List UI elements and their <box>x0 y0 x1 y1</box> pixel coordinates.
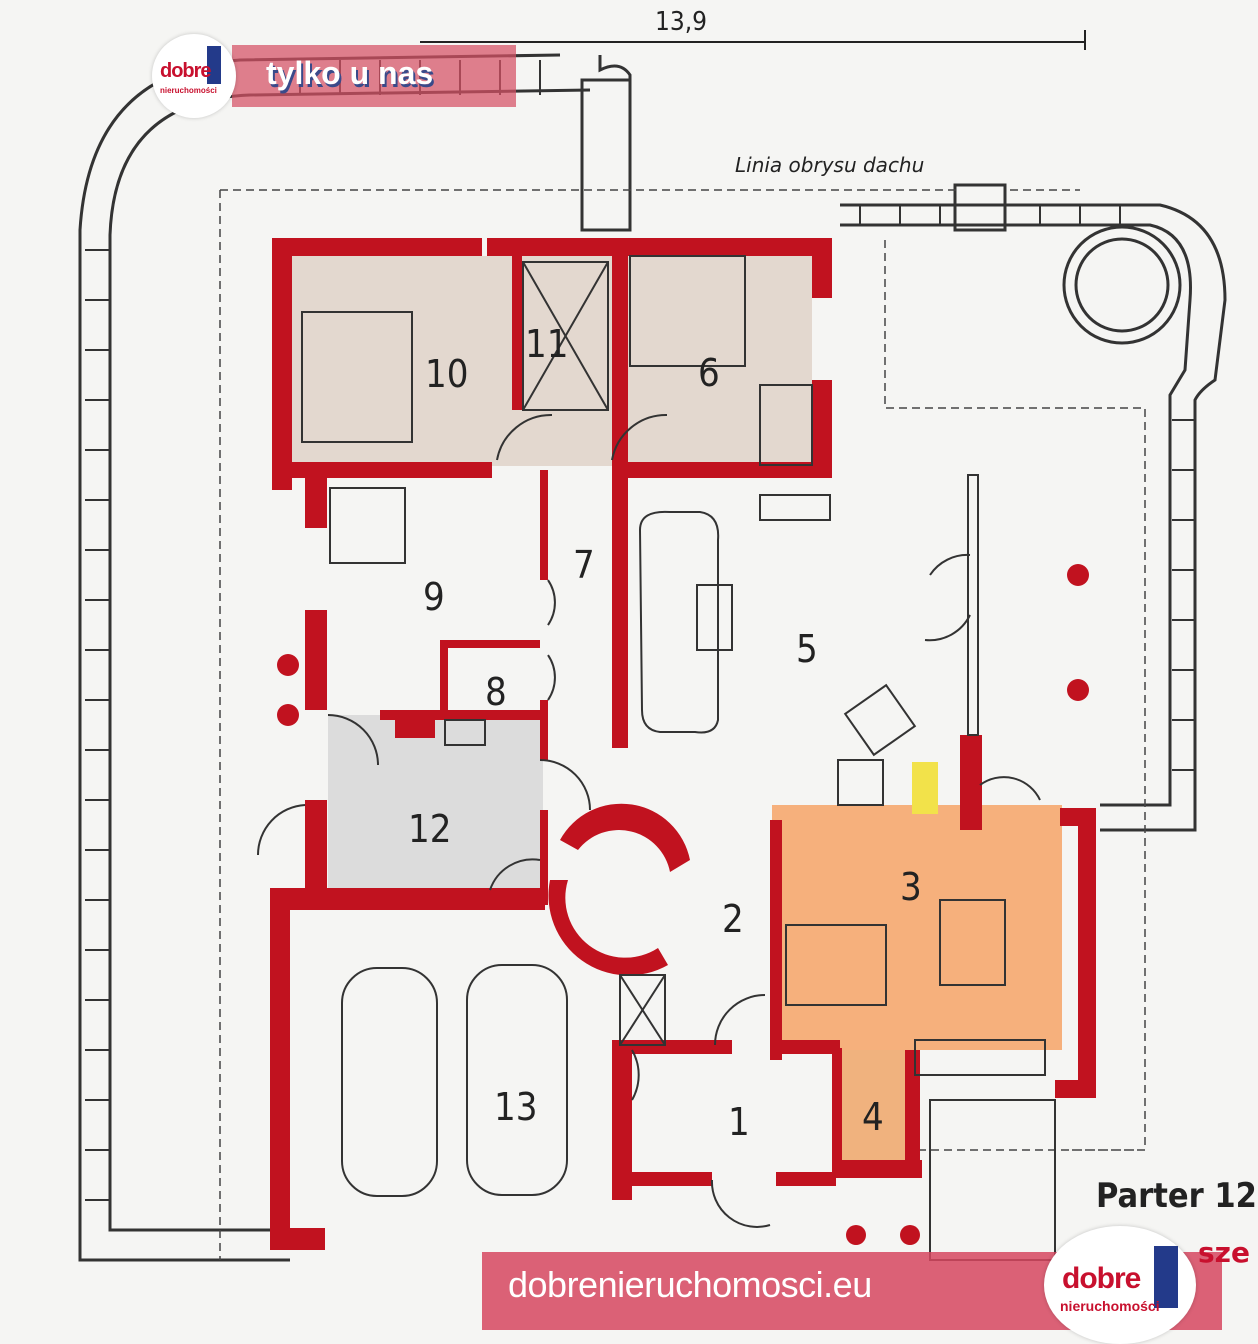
room-label-11: 11 <box>525 322 569 366</box>
logo-one-mark <box>1154 1246 1178 1308</box>
room-label-13: 13 <box>494 1085 538 1129</box>
bed-10 <box>301 311 413 443</box>
room-12-fill <box>328 715 543 890</box>
dimension-line <box>420 30 1086 50</box>
walls <box>270 238 1096 1250</box>
columns <box>277 564 1089 1245</box>
fireplace <box>912 762 938 814</box>
logo-bottom: dobre nieruchomości <box>1044 1226 1196 1344</box>
room-label-2: 2 <box>722 897 744 941</box>
room-label-7: 7 <box>573 543 595 587</box>
furniture <box>256 255 1056 1261</box>
logo-top-line1: dobre <box>160 60 212 82</box>
logo-top-line2: nieruchomości <box>160 86 217 95</box>
floor-title: Parter 128 <box>1096 1176 1258 1216</box>
logo-top: dobre nieruchomości <box>152 34 236 118</box>
logo-bottom-line2: nieruchomości <box>1060 1298 1160 1314</box>
logo-bottom-line1: dobre <box>1062 1262 1141 1295</box>
room-label-4: 4 <box>862 1095 884 1139</box>
room-label-5: 5 <box>796 627 818 671</box>
dimension-label: 13,9 <box>655 7 707 37</box>
dining-table <box>785 924 887 1006</box>
room-label-6: 6 <box>698 351 720 395</box>
website-url[interactable]: dobrenieruchomosci.eu <box>508 1264 872 1305</box>
roof-outline <box>219 189 1146 1260</box>
room-label-12: 12 <box>408 807 452 851</box>
room-label-1: 1 <box>728 1100 750 1144</box>
bathtub <box>329 487 406 564</box>
room-label-3: 3 <box>900 865 922 909</box>
room-label-9: 9 <box>423 575 445 619</box>
roof-outline-label: Linia obrysu dachu <box>735 153 924 177</box>
bed-6 <box>629 255 746 367</box>
logo-one-mark <box>207 46 221 84</box>
car-1 <box>341 967 438 1197</box>
car-2 <box>466 964 568 1196</box>
paving-path <box>78 53 1227 1262</box>
room-label-10: 10 <box>425 352 469 396</box>
top-banner-text: tylko u nas <box>266 55 434 91</box>
room-labels: 1 2 3 4 5 6 7 8 9 10 11 12 13 <box>408 322 922 1144</box>
floor-subtitle: sze <box>1198 1236 1250 1269</box>
room-4-fill <box>840 1050 910 1165</box>
kitchen-island <box>939 899 1006 986</box>
kitchen-fill <box>772 805 1062 1050</box>
room-label-8: 8 <box>485 670 507 714</box>
sofa <box>638 510 720 734</box>
top-banner: tylko u nas <box>232 45 516 107</box>
